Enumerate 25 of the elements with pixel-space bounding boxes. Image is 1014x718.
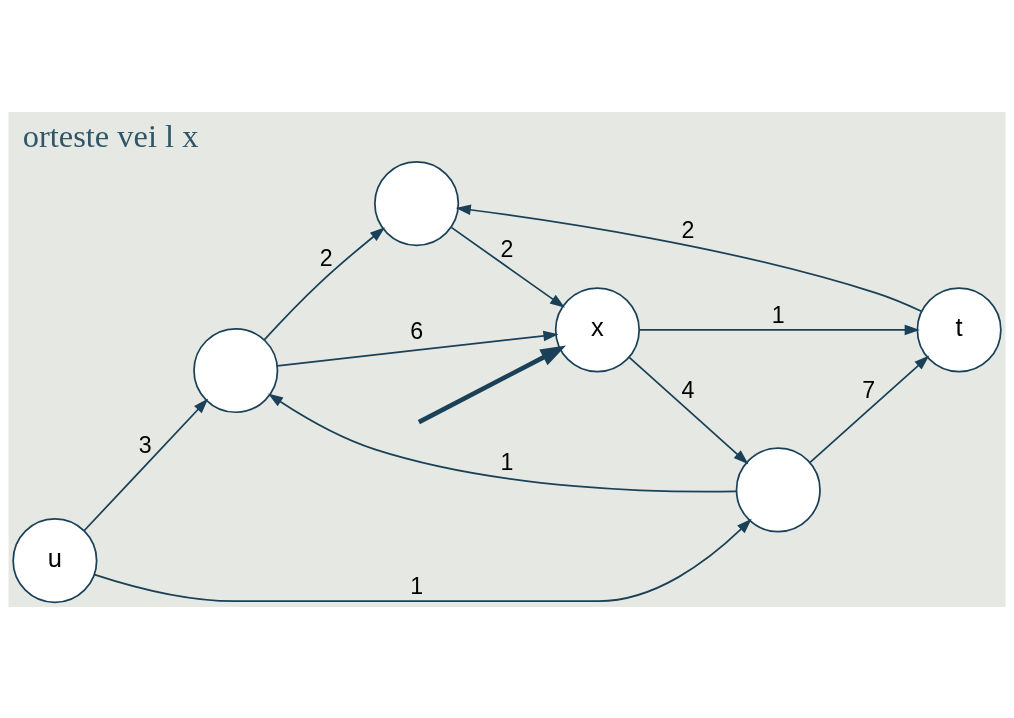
- node-circle: u: [12, 517, 98, 603]
- arrow: [809, 355, 930, 463]
- edge-label: 2: [500, 235, 514, 262]
- arrow: [263, 226, 385, 341]
- arrow: [93, 518, 752, 602]
- arrow: [450, 226, 565, 308]
- edge-label: 1: [410, 572, 424, 599]
- arrow: [268, 392, 737, 492]
- diagram-title: orteste vei l x: [22, 117, 199, 154]
- node-circle: [374, 160, 460, 246]
- edge-label: 6: [410, 317, 424, 344]
- arrow: [276, 330, 559, 367]
- edge-label: 4: [681, 376, 695, 403]
- arrow: [628, 356, 749, 464]
- arrow: [83, 398, 209, 531]
- arrow: [638, 324, 920, 335]
- edge-label: 7: [862, 376, 876, 403]
- edge-label: 2: [681, 216, 695, 243]
- node-circle: x: [554, 286, 640, 373]
- edge-label: 3: [138, 431, 152, 458]
- arrow: [455, 204, 923, 312]
- edge-label: 1: [771, 301, 785, 328]
- arrow: [417, 345, 567, 424]
- edge-label: 1: [500, 448, 514, 475]
- edge-label: 2: [319, 244, 333, 271]
